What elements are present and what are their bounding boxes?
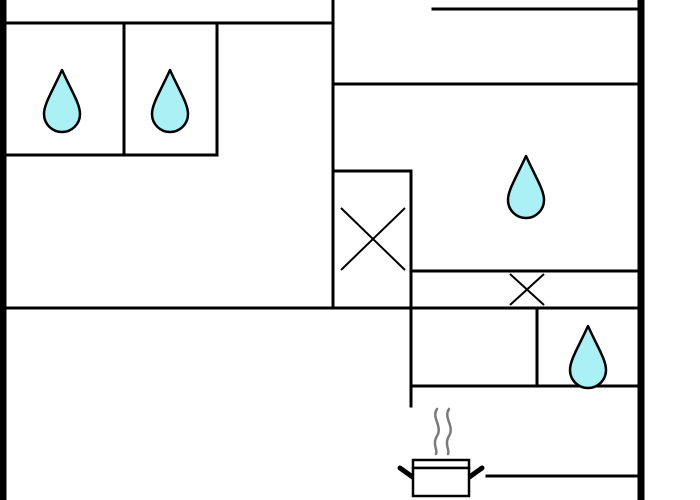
cross-mark-icon [509, 273, 545, 306]
water-drop-icon [42, 68, 82, 134]
water-drop-icon [568, 324, 608, 390]
water-drop-icon [506, 154, 546, 220]
wet-room-symbols [42, 68, 608, 390]
cross-mark-icon [340, 207, 406, 271]
walls [0, 0, 645, 500]
water-drop-icon [150, 68, 190, 134]
cooking-pot-icon [397, 407, 485, 498]
shaft-symbols [340, 207, 545, 306]
